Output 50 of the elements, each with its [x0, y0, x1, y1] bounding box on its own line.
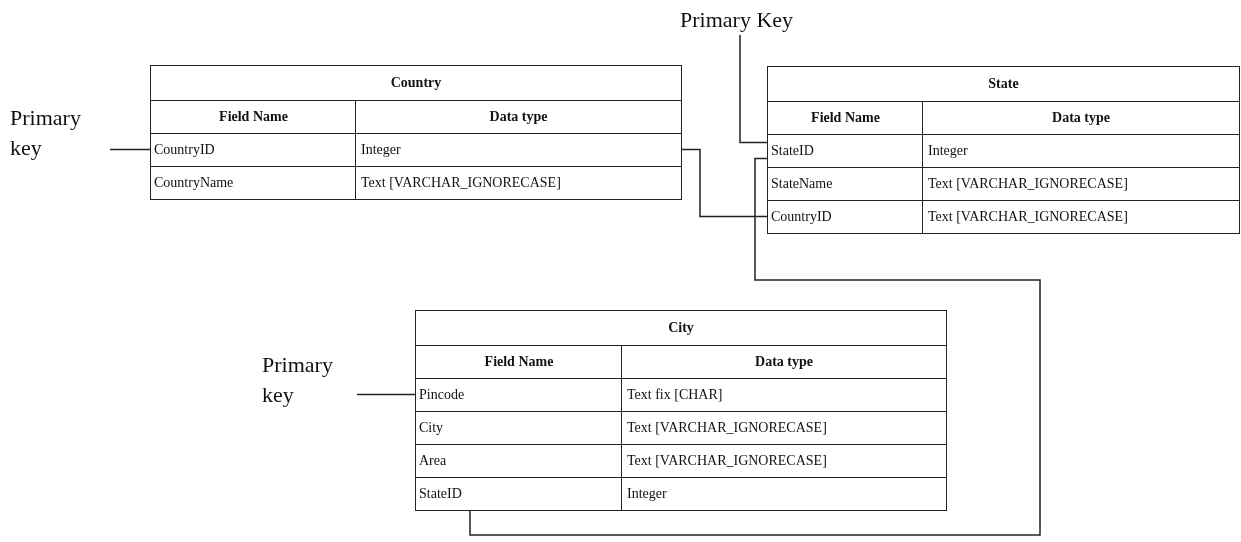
field-name: StateID	[418, 486, 463, 502]
field-name: CountryName	[153, 175, 235, 191]
column-header: Data type	[754, 354, 814, 370]
table-header-row	[416, 345, 946, 378]
callout-label: Primary key	[262, 350, 357, 410]
field-name: StateName	[770, 176, 834, 192]
field-name: City	[418, 420, 445, 436]
column-header: Field Name	[218, 109, 289, 125]
callout-label: Primary key	[10, 103, 110, 163]
table-row	[151, 133, 681, 166]
table-row	[768, 134, 1239, 167]
data-type: Integer	[626, 486, 668, 502]
table-title: City	[667, 319, 695, 337]
table-title: State	[987, 75, 1020, 93]
database-table	[150, 65, 682, 200]
column-header: Data type	[488, 109, 549, 125]
data-type: Text [VARCHAR_IGNORECASE]	[626, 453, 828, 469]
table-row	[416, 477, 946, 510]
table-title: Country	[389, 74, 443, 92]
table-row	[416, 444, 946, 477]
connector-line	[680, 148, 769, 218]
data-type: Text [VARCHAR_IGNORECASE]	[626, 420, 828, 436]
column-header: Field Name	[483, 354, 555, 370]
field-name: CountryID	[153, 142, 216, 158]
data-type: Text fix [CHAR]	[626, 387, 724, 403]
database-table	[415, 310, 947, 511]
connector-line	[356, 393, 417, 396]
column-header: Field Name	[810, 110, 881, 126]
data-type: Text [VARCHAR_IGNORECASE]	[927, 209, 1129, 225]
table-row	[151, 166, 681, 199]
connector-line	[739, 34, 769, 144]
column-header: Data type	[1051, 110, 1111, 126]
table-header-row	[768, 101, 1239, 134]
connector-line	[469, 157, 1041, 536]
database-table	[767, 66, 1240, 234]
callout-label: Primary Key	[680, 5, 840, 35]
field-name: Pincode	[418, 387, 466, 403]
data-type: Text [VARCHAR_IGNORECASE]	[360, 175, 562, 191]
table-row	[768, 200, 1239, 233]
table-row	[416, 411, 946, 444]
field-name: Area	[418, 453, 448, 469]
table-header-row	[151, 100, 681, 133]
connector-line	[109, 148, 152, 151]
field-name: StateID	[770, 143, 815, 159]
table-row	[768, 167, 1239, 200]
data-type: Integer	[927, 143, 969, 159]
data-type: Integer	[360, 142, 402, 158]
data-type: Text [VARCHAR_IGNORECASE]	[927, 176, 1129, 192]
table-row	[416, 378, 946, 411]
field-name: CountryID	[770, 209, 833, 225]
